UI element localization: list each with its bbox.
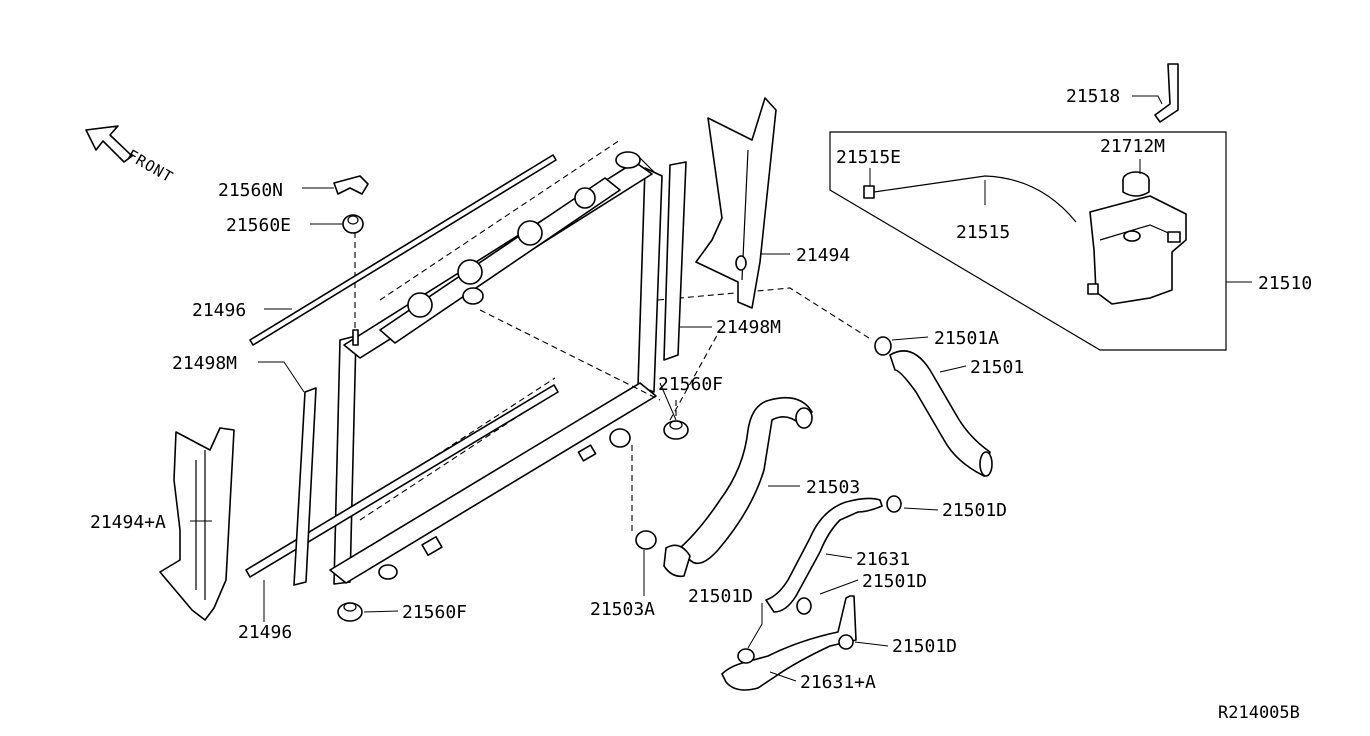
clip-21560n [333, 175, 369, 195]
seal-strip-top [249, 154, 557, 346]
label-21496-bottom: 21496 [238, 622, 292, 643]
label-21560f-right: 21560F [658, 374, 723, 395]
air-guide-right [695, 97, 777, 309]
clamp-21501d-4 [838, 634, 854, 650]
clamp-21501d-1 [886, 495, 902, 513]
label-21510: 21510 [1258, 273, 1312, 294]
label-21503a: 21503A [590, 599, 655, 620]
label-21631: 21631 [856, 549, 910, 570]
label-21560e: 21560E [226, 215, 291, 236]
clamp-21503a [635, 530, 657, 550]
clamp-21501a [874, 336, 892, 356]
clamp-21501d-3 [737, 648, 755, 664]
label-21496-top: 21496 [192, 300, 246, 321]
label-21712m: 21712M [1100, 136, 1165, 157]
clip-21515e [863, 185, 875, 199]
grommet-21560f-right [663, 420, 689, 440]
radiator-core [329, 151, 663, 585]
label-21501a: 21501A [934, 328, 999, 349]
label-21560n: 21560N [218, 180, 283, 201]
clamp-21501d-2 [796, 597, 812, 615]
label-21515e: 21515E [836, 147, 901, 168]
part-labels: 21518 21712M 21515E 21515 21510 21560N 2… [90, 86, 1312, 723]
heater-hose-21631 [765, 497, 883, 613]
label-21501d-3: 21501D [688, 586, 753, 607]
heater-hose-21631a [721, 595, 857, 691]
front-direction-arrow-icon [85, 125, 133, 163]
reservoir-cap-21712m [1122, 171, 1150, 197]
label-21501d-1: 21501D [942, 500, 1007, 521]
label-21494a: 21494+A [90, 512, 166, 533]
bracket-21518 [1154, 63, 1179, 123]
label-21498m-left: 21498M [172, 353, 237, 374]
label-21503: 21503 [806, 477, 860, 498]
reservoir-group-frame [829, 131, 1227, 351]
front-direction-label: FRONT [124, 146, 176, 187]
upper-hose-21501 [889, 350, 993, 477]
reservoir-tank-21510 [1087, 195, 1187, 305]
label-21501d-4: 21501D [892, 636, 957, 657]
label-21501: 21501 [970, 357, 1024, 378]
air-guide-left [159, 427, 235, 621]
seal-strip-bottom [245, 384, 559, 578]
lower-hose-21503 [663, 396, 813, 578]
label-21560f-bottom: 21560F [402, 602, 467, 623]
label-21494: 21494 [796, 245, 850, 266]
label-21515: 21515 [956, 222, 1010, 243]
grommet-21560f-bottom [337, 602, 363, 622]
label-21518: 21518 [1066, 86, 1120, 107]
overflow-hose-21515 [873, 175, 1077, 223]
seal-vertical-right [663, 161, 687, 361]
leader-lines [190, 95, 1252, 682]
label-21631a: 21631+A [800, 672, 876, 693]
assembly-guide-lines [354, 139, 873, 535]
seal-vertical-left [293, 387, 317, 586]
diagram-reference-code: R214005B [1218, 703, 1300, 723]
label-21501d-2: 21501D [862, 571, 927, 592]
label-21498m-right: 21498M [716, 317, 781, 338]
grommet-21560e [342, 214, 364, 234]
